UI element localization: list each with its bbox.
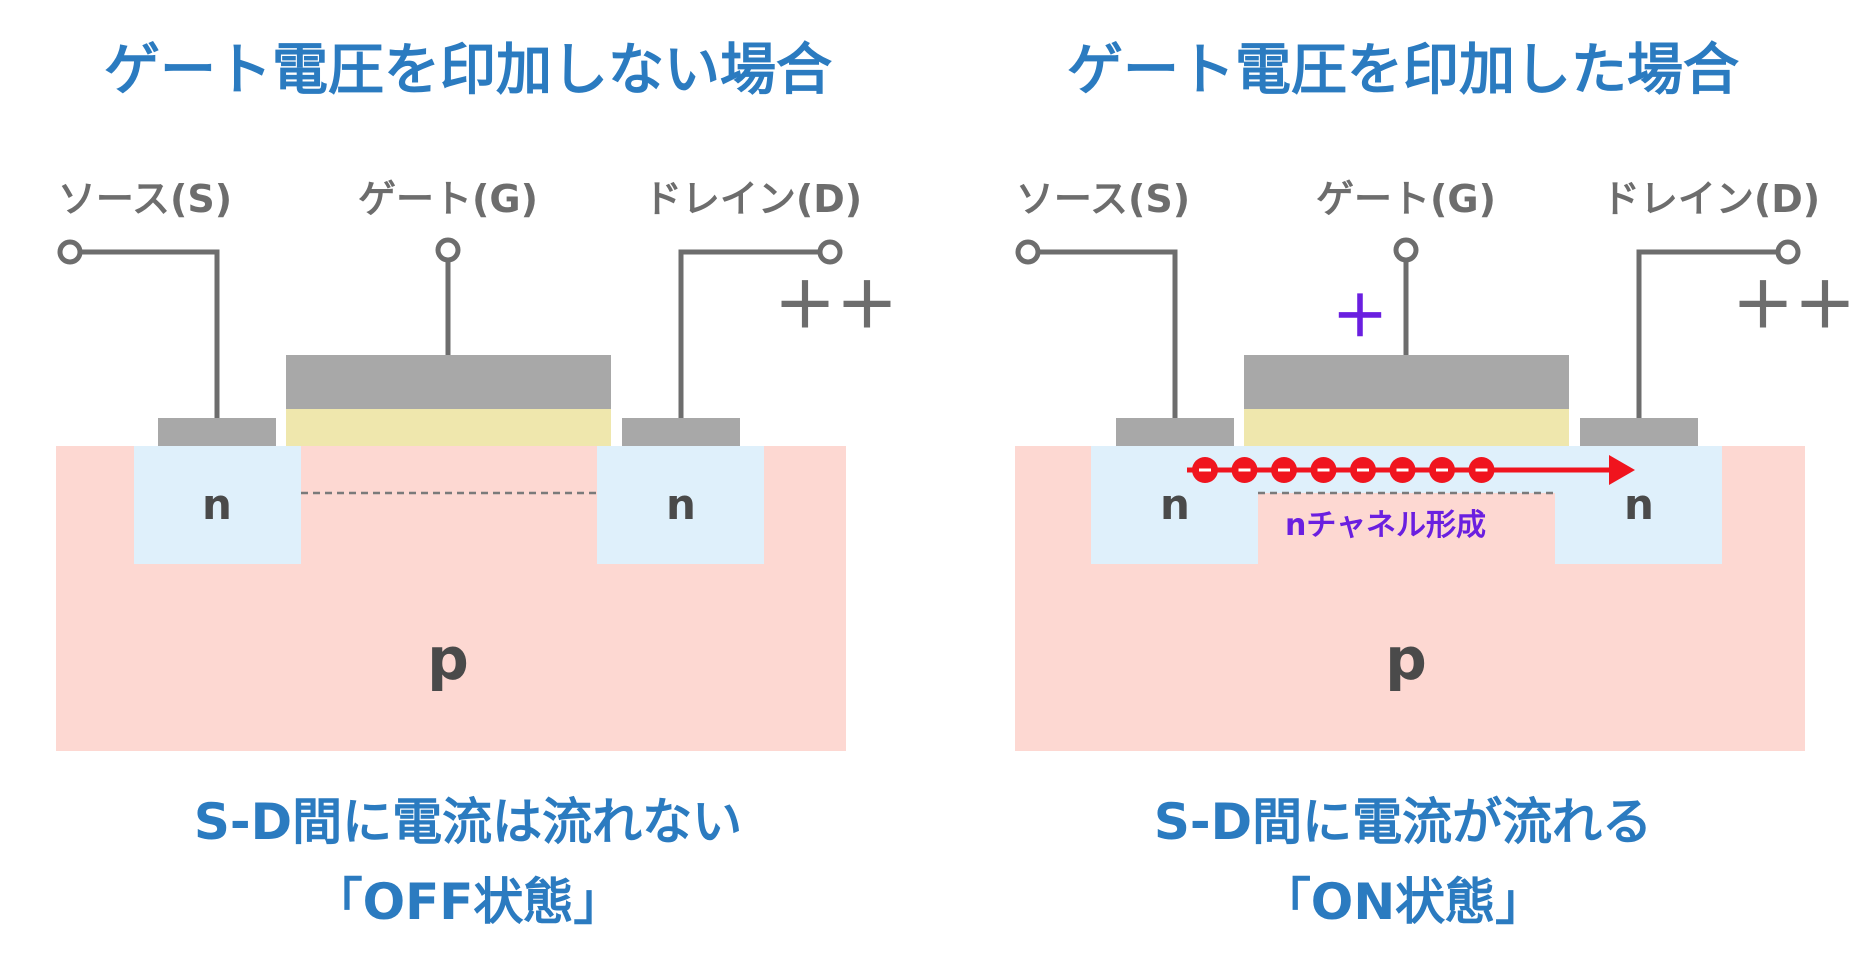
- n-label-source: n: [1160, 480, 1190, 529]
- drain-terminal: [1775, 239, 1801, 265]
- gate-charge: ＋: [1332, 285, 1388, 350]
- gate-electrode: [286, 355, 611, 409]
- gate-label: ゲート(G): [1316, 177, 1496, 221]
- gate-terminal: [435, 237, 461, 263]
- drain-label: ドレイン(D): [643, 177, 863, 221]
- gate-label: ゲート(G): [358, 177, 538, 221]
- p-label: p: [1385, 625, 1427, 693]
- caption-line-1: S-D間に電流は流れない: [193, 793, 743, 851]
- n-label-drain: n: [666, 480, 696, 529]
- source-terminal: [57, 239, 83, 265]
- source-contact: [1116, 418, 1234, 446]
- mosfet-diagram-off: [56, 237, 846, 751]
- source-wire: [1028, 249, 1178, 418]
- panel-on-state: ゲート電圧を印加した場合 ソース(S) ゲート(G) ドレイン(D) ＋ ＋＋ …: [935, 0, 1871, 967]
- drain-contact: [622, 418, 740, 446]
- electrons-group: [1192, 457, 1495, 483]
- electron: [1429, 457, 1455, 483]
- electron: [1310, 457, 1337, 483]
- source-terminal: [1015, 239, 1041, 265]
- source-label: ソース(S): [1015, 177, 1191, 221]
- electron: [1350, 457, 1376, 483]
- source-contact: [158, 418, 276, 446]
- gate-terminal: [1393, 237, 1419, 263]
- gate-oxide: [1244, 409, 1569, 446]
- electron: [1468, 457, 1495, 483]
- drain-wire: [1636, 249, 1788, 418]
- drain-label: ドレイン(D): [1601, 177, 1821, 221]
- caption-line-2: 「OFF状態」: [312, 873, 624, 931]
- drain-charge: ＋＋: [774, 269, 899, 342]
- n-label-source: n: [202, 480, 232, 529]
- panel-off-state: ゲート電圧を印加しない場合 ソース(S) ゲート(G) ドレイン(D) ＋＋ n…: [56, 38, 899, 931]
- n-region-drain: [1555, 446, 1722, 564]
- electron: [1271, 457, 1297, 483]
- source-label: ソース(S): [57, 177, 233, 221]
- drain-terminal: [817, 239, 843, 265]
- caption-line-2: 「ON状態」: [1260, 873, 1546, 931]
- panel-title: ゲート電圧を印加した場合: [1067, 38, 1739, 103]
- n-region-source: [134, 446, 301, 564]
- electron: [1192, 457, 1218, 483]
- gate-oxide: [286, 409, 611, 446]
- p-label: p: [427, 625, 469, 693]
- gate-electrode: [1244, 355, 1569, 409]
- mosfet-diagram-on: [1015, 237, 1805, 751]
- drain-wire: [678, 249, 830, 418]
- n-label-drain: n: [1624, 480, 1654, 529]
- electron: [1389, 457, 1416, 483]
- current-arrow-head: [1609, 455, 1635, 485]
- drain-charge: ＋＋: [1732, 269, 1857, 342]
- electron: [1231, 457, 1258, 483]
- caption-line-1: S-D間に電流が流れる: [1153, 793, 1653, 851]
- panel-title: ゲート電圧を印加しない場合: [104, 38, 832, 103]
- source-wire: [70, 249, 220, 418]
- n-region-drain: [597, 446, 764, 564]
- drain-contact: [1580, 418, 1698, 446]
- n-region-source: [1091, 446, 1258, 564]
- channel-label: nチャネル形成: [1285, 508, 1487, 543]
